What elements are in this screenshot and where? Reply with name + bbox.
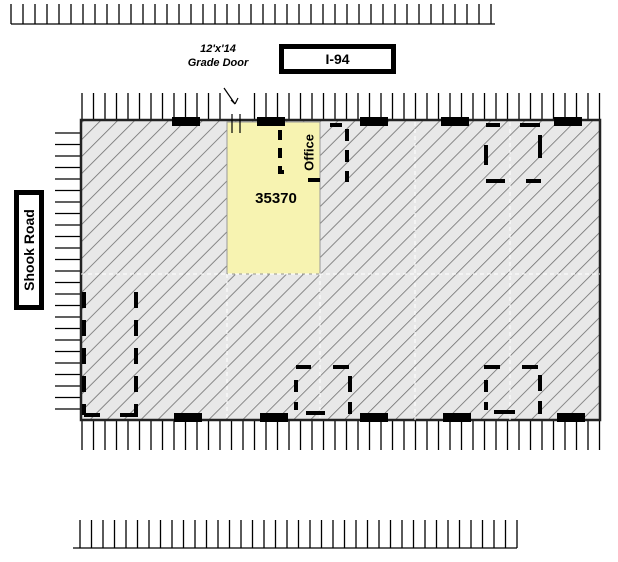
grade-door-callout: 12'x'14 Grade Door (168, 42, 268, 70)
building-footprint (79, 118, 602, 422)
loading-doors (172, 117, 585, 422)
office-label: Office (301, 134, 317, 171)
road-name-north: I-94 (325, 51, 350, 67)
door-size-text: 12'x'14 (200, 43, 236, 55)
suite-number: 35370 (255, 190, 297, 207)
parking-west (55, 132, 81, 410)
suite-35370-highlight (226, 121, 321, 275)
road-name-west: Shook Road (21, 209, 38, 291)
interior-partitions (82, 123, 542, 417)
road-label-shook: Shook Road (14, 190, 44, 310)
parking-north (81, 93, 601, 120)
parking-bottom-lot (73, 520, 518, 549)
door-type-text: Grade Door (187, 57, 249, 69)
grade-door-marker (223, 87, 241, 133)
parking-south (81, 420, 601, 450)
parking-top-edge (10, 4, 495, 25)
bay-grid (81, 122, 600, 420)
road-label-i94: I-94 (279, 44, 396, 74)
